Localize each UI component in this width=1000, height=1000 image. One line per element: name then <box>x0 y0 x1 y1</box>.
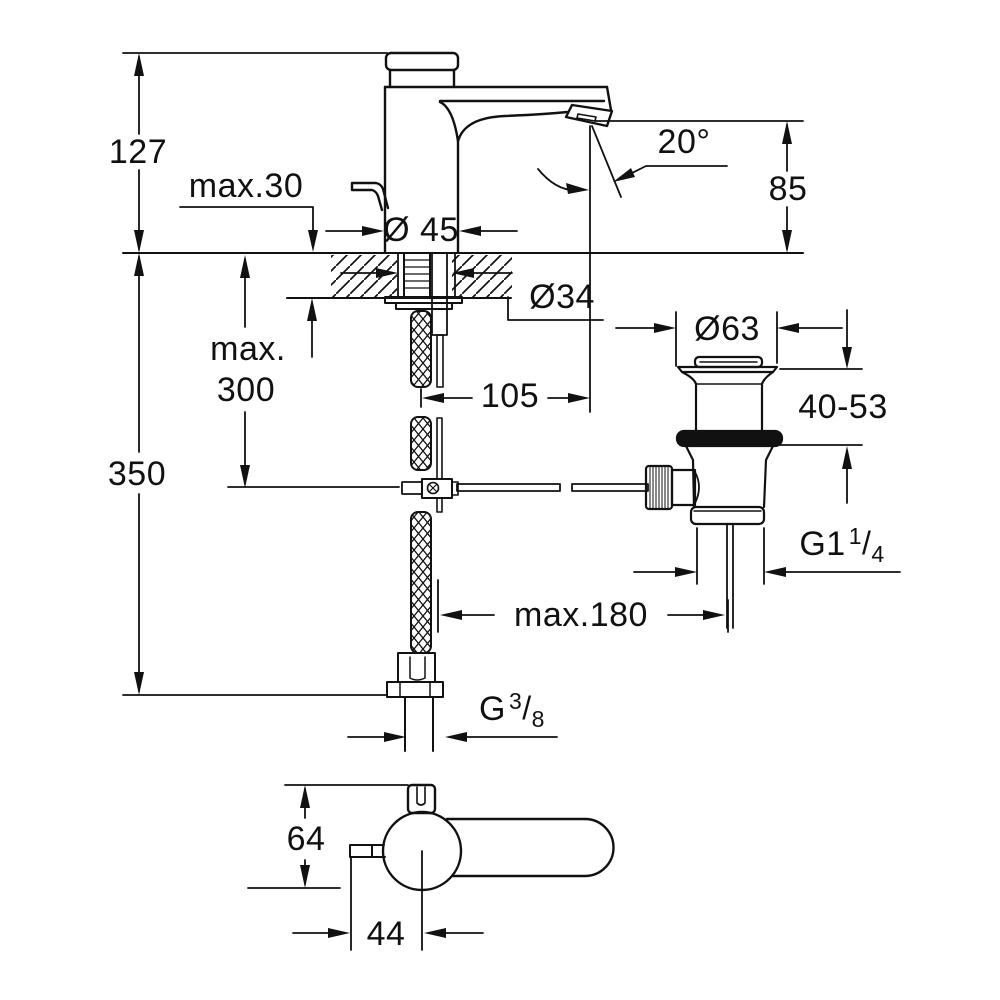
rod-cross-fitting <box>421 478 453 499</box>
mounting-washer <box>395 302 453 310</box>
dim-4053 <box>842 309 852 504</box>
dim-44 <box>292 928 484 938</box>
mounting-hole-edges <box>397 252 456 298</box>
g38-numerator: 3 <box>508 688 523 714</box>
label-rod-max180: max.180 <box>514 596 648 634</box>
waste-locknut <box>689 505 766 526</box>
spout-right-edge <box>605 85 613 112</box>
label-reach-105: 105 <box>480 377 540 415</box>
supply-nipple-g38 <box>404 696 434 752</box>
faucet-bottom-view <box>349 783 615 892</box>
knurled-adjuster-knob <box>644 464 674 511</box>
dim-dia63 <box>615 323 843 333</box>
pull-rod-guide-tube <box>431 252 448 336</box>
dim-max30 <box>179 206 318 358</box>
label-dia34: Ø34 <box>529 278 595 316</box>
g114-slash: / <box>861 525 872 561</box>
dim-350 <box>134 253 144 695</box>
pull-rod-middle <box>436 417 443 480</box>
dim-127 <box>134 53 144 253</box>
knurl-ribs <box>649 466 669 509</box>
spout-outline-top-view <box>445 817 615 878</box>
lever-top-view <box>349 844 386 858</box>
spout-underside-curve <box>456 110 569 143</box>
supply-hose-upper <box>410 310 432 388</box>
faucet-neck <box>388 68 456 89</box>
angle-arc-arrowhead <box>566 183 589 194</box>
hex-nut-facets <box>399 681 431 698</box>
ext-lines-dia63 <box>675 311 778 367</box>
fitting-right-serration <box>451 481 459 496</box>
waste-tailpipe <box>726 523 734 629</box>
popup-waste-assembly <box>644 355 784 629</box>
dim-max300 <box>240 255 250 488</box>
g114-numerator: 1 <box>848 523 862 549</box>
dim-105 <box>422 393 590 403</box>
temperature-tab <box>406 783 437 815</box>
aerator-outlet <box>564 103 614 128</box>
dim-g114 <box>633 567 901 577</box>
g114-denominator: 4 <box>871 541 885 567</box>
popup-rod-right-segment <box>571 483 649 492</box>
popup-rod-left-segment <box>456 483 561 492</box>
hose-end-collar <box>397 652 436 683</box>
dim-dia34 <box>340 268 604 321</box>
fitting-screw <box>426 481 440 495</box>
body-spout-fillet <box>438 100 460 143</box>
label-offset-44: 44 <box>366 915 406 953</box>
dim-64 <box>300 785 310 888</box>
waste-gasket <box>675 429 784 448</box>
dim-g38 <box>347 732 558 742</box>
fitting-screw-cross <box>429 484 437 492</box>
label-depth-64: 64 <box>286 820 326 858</box>
label-range-4053: 40-53 <box>798 388 888 426</box>
dim-dia45 <box>325 226 518 236</box>
counter-hatch-left <box>331 255 397 297</box>
waste-body <box>684 444 775 509</box>
label-dia45: Ø 45 <box>383 211 459 249</box>
label-dia63: Ø63 <box>694 310 760 348</box>
side-lever <box>350 181 390 212</box>
label-deck-max30: max.30 <box>188 167 304 205</box>
fitting-left-stub <box>401 481 423 495</box>
shank-threads <box>403 259 431 289</box>
below-deck-assembly <box>384 252 649 752</box>
label-angle-20: 20° <box>657 123 711 161</box>
g38-slash: / <box>522 690 532 726</box>
label-max300-line2: 300 <box>216 371 276 409</box>
connector-bulge <box>694 471 700 504</box>
dim-85 <box>782 121 792 253</box>
g38-denominator: 8 <box>531 706 545 732</box>
leader-20deg <box>613 165 728 182</box>
label-height-127: 127 <box>108 133 168 171</box>
dim-max180 <box>440 610 725 620</box>
label-max300-line1: max. <box>210 330 286 368</box>
pull-rod-lower <box>436 497 443 513</box>
counter-hatch-right <box>452 255 512 297</box>
angle-slant-line <box>591 125 622 198</box>
label-height-85: 85 <box>768 170 808 208</box>
label-depth-350: 350 <box>107 455 167 493</box>
waste-flange <box>676 365 779 374</box>
faucet-side-view <box>350 51 622 413</box>
temperature-tab-slot <box>416 786 426 806</box>
pull-rod-upper <box>436 334 444 388</box>
waste-neck <box>680 370 775 432</box>
supply-hose-middle <box>410 416 432 471</box>
rod-connector-housing <box>670 468 697 507</box>
counter-deck <box>122 252 804 299</box>
collar-ribs <box>409 656 426 681</box>
ext-lines-g114 <box>696 527 765 585</box>
hose-hex-nut <box>386 681 444 698</box>
faucet-cap <box>384 51 460 72</box>
threaded-shank <box>403 252 431 298</box>
g114-base: G1 <box>799 525 846 563</box>
dimension-linework <box>122 52 901 951</box>
g38-base: G <box>479 690 506 728</box>
ext-lines-4053 <box>779 368 863 446</box>
supply-hose-lower <box>410 511 432 654</box>
